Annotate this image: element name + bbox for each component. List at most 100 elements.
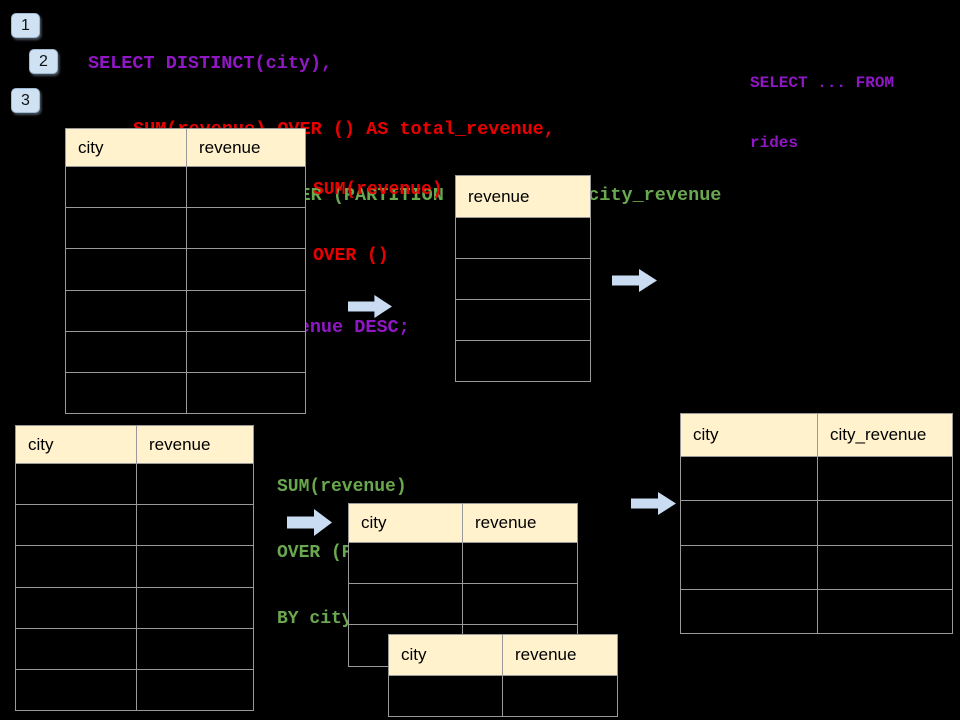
empty-cell xyxy=(455,217,591,259)
empty-cell xyxy=(136,586,254,629)
empty-cell xyxy=(455,299,591,341)
empty-cell xyxy=(186,371,306,415)
note-line-2: rides xyxy=(750,134,799,152)
sql-line-select: SELECT DISTINCT(city), xyxy=(88,53,333,74)
empty-cell xyxy=(15,627,137,670)
empty-cell xyxy=(15,586,137,629)
table-row xyxy=(15,627,254,670)
empty-cell xyxy=(680,588,818,635)
table-row xyxy=(680,544,953,590)
table-row xyxy=(680,455,953,502)
annotation-total-line-1: SUM(revenue) xyxy=(313,180,443,200)
column-header-city: city xyxy=(65,128,187,167)
column-header-revenue: revenue xyxy=(186,128,306,167)
empty-cell xyxy=(15,504,137,547)
step-badge-3: 3 xyxy=(11,88,40,113)
empty-cell xyxy=(186,165,306,209)
empty-cell xyxy=(502,675,618,717)
table-row xyxy=(388,675,618,717)
empty-cell xyxy=(186,248,306,291)
empty-cell xyxy=(186,289,306,332)
table-row xyxy=(15,504,254,547)
table-row xyxy=(455,217,591,259)
right-arrow-icon xyxy=(631,492,676,515)
step-badge-3-label: 3 xyxy=(21,91,30,109)
step-badge-2: 2 xyxy=(29,49,58,74)
column-header-city: city xyxy=(15,425,137,464)
select-from-rides-note: SELECT ... FROM rides xyxy=(750,33,894,193)
column-header-revenue: revenue xyxy=(455,175,591,218)
empty-cell xyxy=(817,588,953,635)
empty-cell xyxy=(65,371,187,415)
table-row xyxy=(455,258,591,300)
step-badge-1-label: 1 xyxy=(21,16,30,34)
empty-cell xyxy=(65,289,187,332)
table-row xyxy=(65,207,306,250)
table-row xyxy=(455,340,591,382)
empty-cell xyxy=(136,627,254,670)
annotation-total-line-2: OVER () xyxy=(313,246,389,266)
empty-cell xyxy=(136,545,254,588)
column-header-revenue: revenue xyxy=(502,634,618,676)
column-header-revenue: revenue xyxy=(462,503,578,543)
empty-cell xyxy=(348,541,463,585)
empty-cell xyxy=(455,258,591,300)
table-row xyxy=(455,299,591,341)
column-header-revenue: revenue xyxy=(136,425,254,464)
table-row xyxy=(65,289,306,332)
empty-cell xyxy=(388,675,503,717)
empty-cell xyxy=(15,462,137,506)
empty-cell xyxy=(817,500,953,546)
empty-cell xyxy=(455,340,591,382)
table-row xyxy=(680,500,953,546)
column-header-city: city xyxy=(348,503,463,543)
table-row xyxy=(15,545,254,588)
table-total-revenue-result: revenue xyxy=(455,175,591,382)
empty-cell xyxy=(817,455,953,502)
table-row xyxy=(65,371,306,415)
note-line-1: SELECT ... FROM xyxy=(750,74,895,92)
empty-cell xyxy=(65,248,187,291)
header-row: revenue xyxy=(455,175,591,218)
empty-cell xyxy=(15,668,137,712)
empty-cell xyxy=(348,583,463,626)
empty-cell xyxy=(462,583,578,626)
column-header-city_revenue: city_revenue xyxy=(817,413,953,457)
step-badge-1: 1 xyxy=(11,13,40,38)
empty-cell xyxy=(680,455,818,502)
empty-cell xyxy=(680,544,818,590)
table-row xyxy=(348,541,578,585)
empty-cell xyxy=(65,330,187,373)
table-row xyxy=(15,668,254,712)
empty-cell xyxy=(15,545,137,588)
empty-cell xyxy=(186,330,306,373)
empty-cell xyxy=(817,544,953,590)
empty-cell xyxy=(136,668,254,712)
column-header-city: city xyxy=(388,634,503,676)
empty-cell xyxy=(680,500,818,546)
column-header-city: city xyxy=(680,413,818,457)
table-row xyxy=(348,583,578,626)
annotation-sum-over-total: SUM(revenue) OVER () xyxy=(313,135,443,311)
empty-cell xyxy=(136,504,254,547)
table-row xyxy=(65,165,306,209)
table-row xyxy=(15,462,254,506)
empty-cell xyxy=(65,207,187,250)
table-row xyxy=(65,330,306,373)
empty-cell xyxy=(65,165,187,209)
table-row xyxy=(680,588,953,635)
step-badge-2-label: 2 xyxy=(39,52,48,70)
table-row xyxy=(15,586,254,629)
empty-cell xyxy=(186,207,306,250)
empty-cell xyxy=(462,541,578,585)
